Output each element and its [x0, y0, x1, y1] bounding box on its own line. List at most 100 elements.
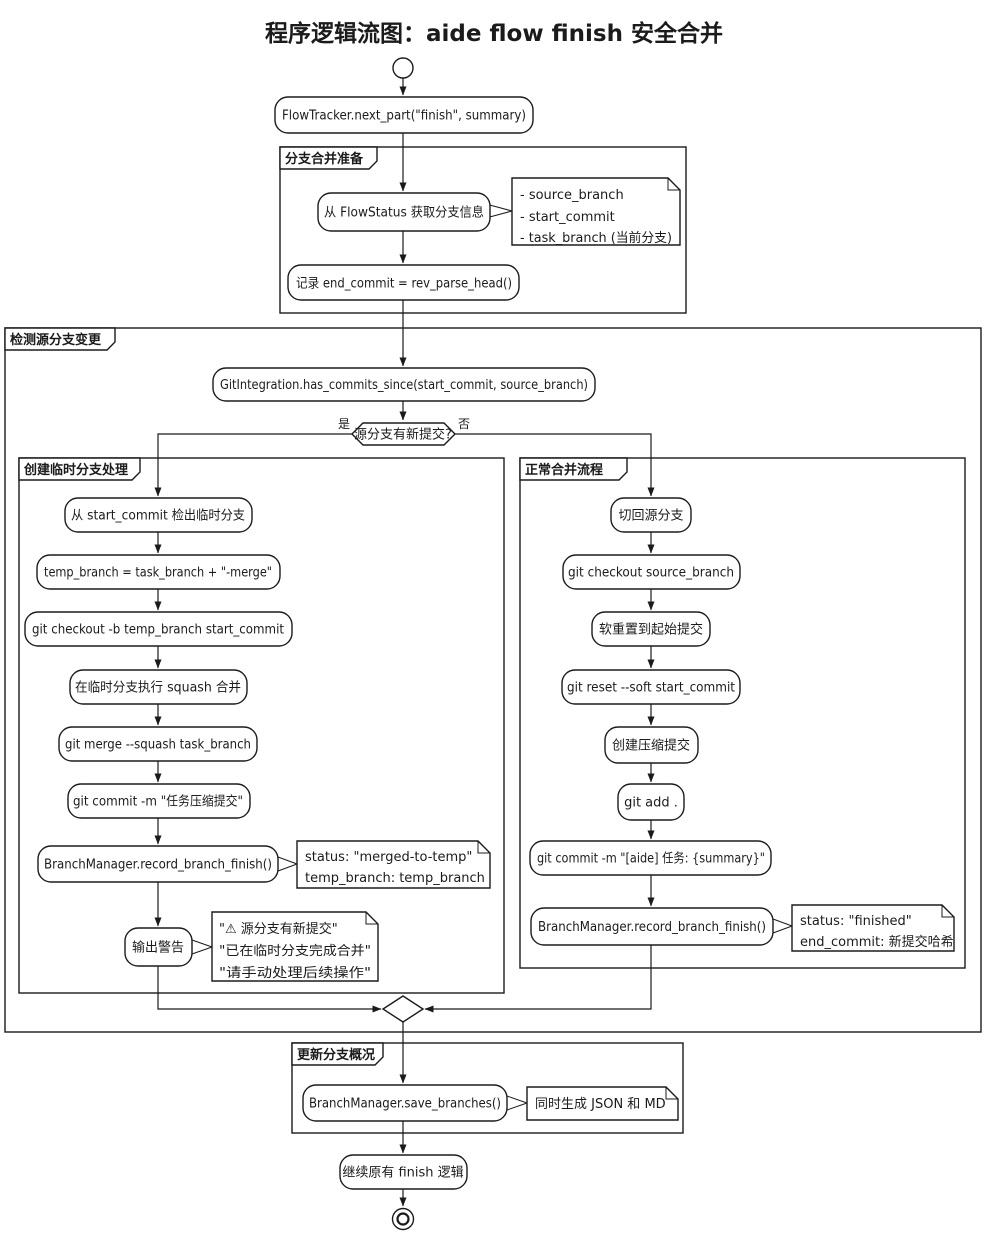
note-merged-to-temp-line2: temp_branch: temp_branch [305, 871, 485, 886]
activity-continue-finish: 继续原有 finish 逻辑 [339, 1154, 468, 1190]
activity-soft-reset-label: 软重置到起始提交 [599, 622, 703, 638]
note-merged-to-temp-line1: status: "merged-to-temp" [305, 850, 472, 865]
activity-git-commit-squash-label: git commit -m "任务压缩提交" [73, 794, 243, 810]
activity-next-part-label: FlowTracker.next_part("finish", summary) [282, 109, 526, 124]
edges [154, 78, 655, 1207]
note-warning-body [211, 911, 379, 982]
note-branch-info: - source_branch - start_commit - task_br… [511, 177, 681, 246]
activity-record-end-commit-label: 记录 end_commit = rev_parse_head() [296, 277, 512, 292]
partition-normal-flow-label: 正常合并流程 [525, 462, 603, 478]
activity-git-commit-task-box [529, 840, 772, 876]
merge-diamond [381, 995, 425, 1023]
note-save-output-body [526, 1086, 679, 1121]
activity-record-finish-left-box [37, 845, 279, 883]
edge-decision-yes [154, 433, 352, 497]
edge-decision-no [455, 433, 655, 497]
partition-prepare-label: 分支合并准备 [285, 151, 364, 167]
activity-get-branch-info: 从 FlowStatus 获取分支信息 [317, 192, 491, 232]
activity-has-commits-since: GitIntegration.has_commits_since(start_c… [212, 367, 596, 402]
activity-record-finish-right-box [530, 907, 774, 946]
activity-get-branch-info-label: 从 FlowStatus 获取分支信息 [324, 205, 484, 221]
note-warning-line1: "⚠ 源分支有新提交" [219, 921, 338, 937]
activity-git-add: git add . [617, 783, 685, 821]
activity-git-commit-task-label: git commit -m "[aide] 任务: {summary}" [537, 851, 765, 867]
activity-checkout-temp-label: 从 start_commit 检出临时分支 [71, 509, 245, 524]
note-branch-info-line2: - start_commit [520, 210, 615, 225]
end-circle-inner [396, 1212, 410, 1226]
connector-note-finished [772, 918, 793, 934]
note-finished-line2: end_commit: 新提交哈希 [800, 934, 954, 950]
note-connectors [191, 203, 793, 1111]
activity-git-add-box [617, 783, 685, 821]
activity-git-commit-squash-box [67, 783, 251, 819]
activity-continue-finish-label: 继续原有 finish 逻辑 [342, 1166, 463, 1181]
activity-has-commits-since-box [212, 367, 596, 402]
note-branch-info-line1: - source_branch [520, 188, 624, 203]
activity-temp-branch-assign: temp_branch = task_branch + "-merge" [36, 554, 281, 590]
note-branch-info-fold [667, 178, 680, 191]
activity-soft-reset: 软重置到起始提交 [591, 611, 711, 647]
activity-git-checkout-b: git checkout -b temp_branch start_commit [24, 611, 293, 647]
activity-git-merge-squash-box [58, 726, 258, 762]
activity-squash-on-temp: 在临时分支执行 squash 合并 [69, 669, 248, 705]
partition-update-label: 更新分支概况 [297, 1047, 375, 1063]
activity-switch-back: 切回源分支 [610, 497, 692, 533]
activity-next-part-box [274, 96, 534, 134]
end-circle [391, 1207, 415, 1231]
partition-normal-flow: 正常合并流程 [519, 457, 966, 969]
activity-git-reset-soft-box [561, 669, 741, 705]
activity-warn-label: 输出警告 [132, 940, 184, 956]
activity-record-finish-left-label: BranchManager.record_branch_finish() [44, 858, 272, 873]
activity-continue-finish-box [339, 1154, 468, 1190]
page-title: 程序逻辑流图：aide flow finish 安全合并 [265, 20, 723, 47]
note-save-output-fold [665, 1087, 678, 1100]
note-warning-line2: "已在临时分支完成合并" [219, 944, 371, 959]
activity-git-merge-squash-label: git merge --squash task_branch [65, 738, 251, 753]
partition-detect-label: 检测源分支变更 [10, 332, 102, 348]
activity-temp-branch-assign-box [36, 554, 281, 590]
start-circle [392, 57, 414, 79]
partition-temp-flow-tab [18, 457, 141, 481]
partition-temp-flow: 创建临时分支处理 [18, 457, 505, 994]
decision-new-commits-label: 源分支有新提交? [354, 427, 452, 443]
note-save-output-line1: 同时生成 JSON 和 MD [535, 1097, 666, 1112]
partition-update: 更新分支概况 [291, 1042, 684, 1134]
activity-git-checkout-source-label: git checkout source_branch [568, 566, 734, 581]
activity-git-checkout-b-label: git checkout -b temp_branch start_commit [32, 623, 284, 638]
activity-record-finish-left: BranchManager.record_branch_finish() [37, 845, 279, 883]
note-finished-body [791, 904, 955, 952]
activity-squash-on-temp-box [69, 669, 248, 705]
activity-git-reset-soft: git reset --soft start_commit [561, 669, 741, 705]
decision-no-label: 否 [458, 417, 470, 431]
partition-normal-flow-frame [519, 457, 966, 969]
partition-prepare-tab [279, 146, 378, 170]
note-merged-to-temp-fold [477, 841, 490, 854]
activity-create-squash-commit: 创建压缩提交 [604, 726, 699, 764]
note-merged-to-temp: status: "merged-to-temp" temp_branch: te… [296, 840, 491, 889]
decision-new-commits: 源分支有新提交? 是 否 [338, 417, 470, 446]
note-finished: status: "finished" end_commit: 新提交哈希 [791, 904, 955, 952]
activity-git-add-label: git add . [624, 796, 678, 811]
note-save-output: 同时生成 JSON 和 MD [526, 1086, 679, 1121]
note-warning-line3: "请手动处理后续操作" [219, 965, 371, 981]
activity-squash-on-temp-label: 在临时分支执行 squash 合并 [75, 681, 241, 696]
activity-save-branches-label: BranchManager.save_branches() [309, 1097, 501, 1112]
activity-switch-back-box [610, 497, 692, 533]
activity-record-end-commit: 记录 end_commit = rev_parse_head() [287, 264, 520, 301]
partition-update-tab [291, 1042, 384, 1066]
partition-update-frame [291, 1042, 684, 1134]
note-finished-line1: status: "finished" [800, 914, 912, 929]
activity-save-branches: BranchManager.save_branches() [302, 1084, 508, 1122]
activity-git-reset-soft-label: git reset --soft start_commit [567, 681, 735, 696]
activity-temp-branch-assign-label: temp_branch = task_branch + "-merge" [44, 566, 272, 581]
note-warning-fold [365, 912, 378, 925]
partition-prepare-frame [279, 146, 687, 314]
activity-checkout-temp-box [64, 497, 253, 533]
note-branch-info-line3: - task_branch (当前分支) [520, 230, 672, 246]
edge-right-exit [424, 945, 652, 1013]
activity-git-commit-task: git commit -m "[aide] 任务: {summary}" [529, 840, 772, 876]
activity-soft-reset-box [591, 611, 711, 647]
activity-record-finish-right-label: BranchManager.record_branch_finish() [538, 920, 766, 935]
activity-record-end-commit-box [287, 264, 520, 301]
